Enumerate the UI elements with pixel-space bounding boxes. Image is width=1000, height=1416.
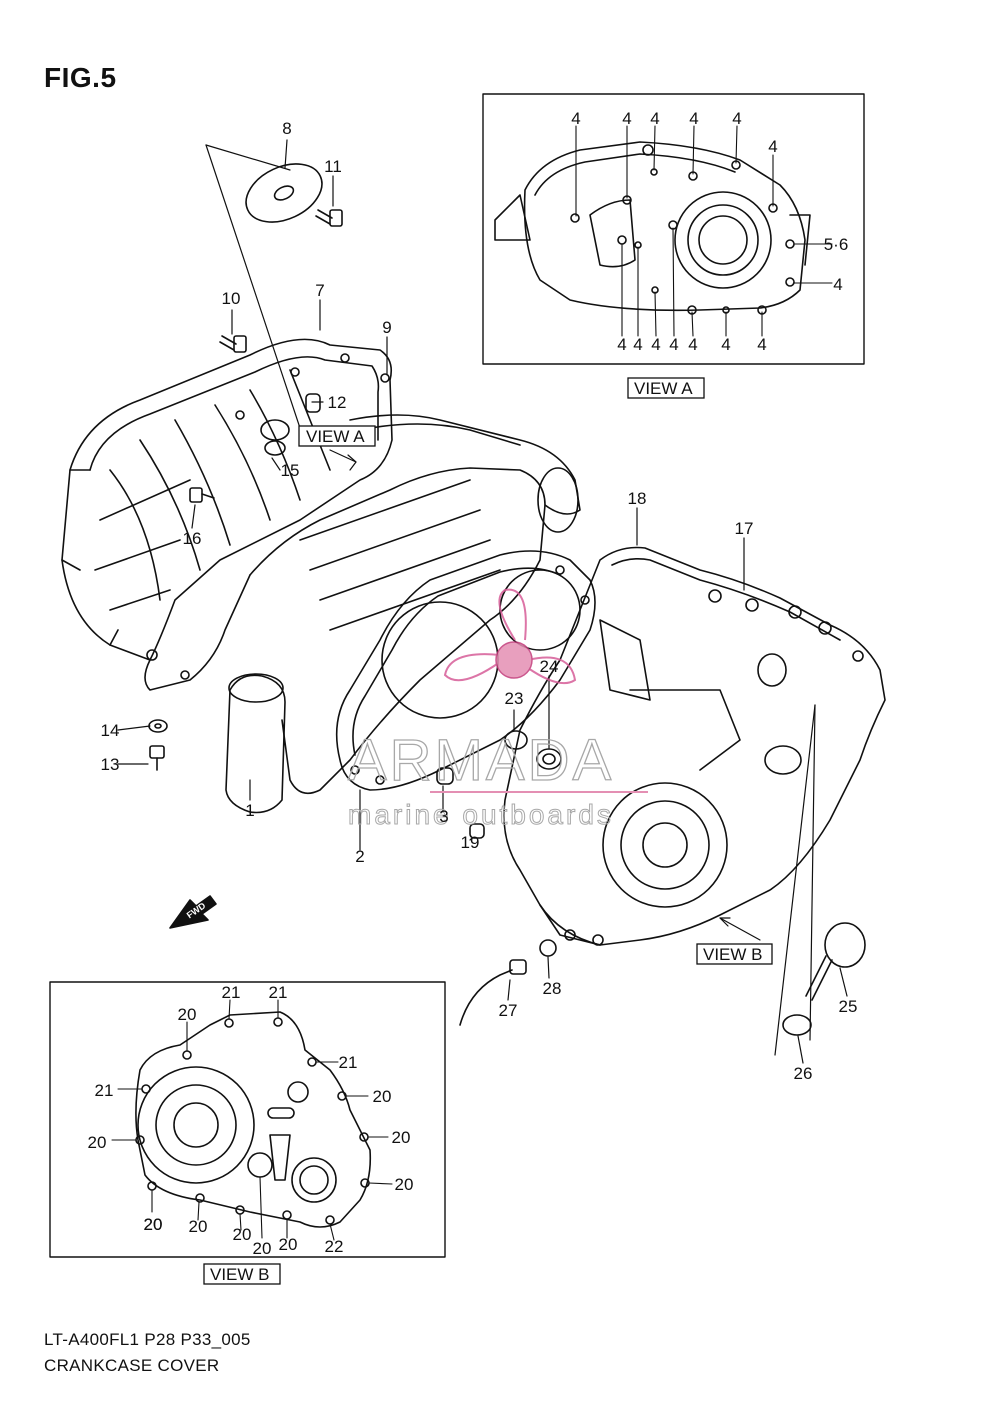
part-number-label: 20 (144, 1215, 163, 1234)
part-number-label: 20 (392, 1128, 411, 1147)
part-number-label: 4 (721, 335, 730, 354)
view-a-callout: VIEW A (306, 427, 365, 446)
view-a-title: VIEW A (634, 379, 693, 398)
part-number-label: 4 (757, 335, 766, 354)
oring-part-26 (782, 1014, 812, 1036)
view-a-drawing (494, 125, 833, 337)
part-number-label: 20 (88, 1133, 107, 1152)
part-number-label: 15 (281, 461, 300, 480)
figure-title: FIG.5 (44, 62, 117, 93)
part-number-label: 4 (689, 109, 698, 128)
bolt-part-10 (219, 335, 247, 353)
part-number-label: 7 (315, 281, 324, 300)
part-number-label: 19 (461, 833, 480, 852)
part-number-label: 17 (735, 519, 754, 538)
washer-part-14 (148, 719, 168, 733)
leader-lines-main (117, 139, 848, 1064)
part-number-label: 4 (732, 109, 741, 128)
part-number-label: 2 (355, 847, 364, 866)
dowel-part-3 (436, 767, 454, 785)
crankcase-cover-part-1 (61, 338, 581, 814)
part-number-label: 4 (622, 109, 631, 128)
washer-part-28 (539, 939, 557, 957)
view-b-drawing (111, 999, 393, 1241)
part-number-label: 21 (339, 1053, 358, 1072)
washer-part-8 (245, 163, 323, 223)
part-number-label: 4 (633, 335, 642, 354)
part-number-label: 4 (669, 335, 678, 354)
cap-part-25 (805, 922, 866, 1001)
part-number-label: 11 (324, 157, 342, 176)
part-number-label: 3 (439, 807, 448, 826)
part-number-label: 5·6 (824, 235, 849, 254)
part-number-label: 21 (222, 983, 241, 1002)
figure-code: LT-A400FL1 P28 P33_005 (44, 1330, 251, 1349)
dowel-part-19 (469, 823, 485, 839)
part-number-label: 1 (245, 801, 254, 820)
part-number-label: 8 (282, 119, 291, 138)
part-number-label: 22 (325, 1237, 344, 1256)
part-number-label: 20 (253, 1239, 272, 1258)
forward-arrow-icon (169, 895, 217, 929)
part-number-label: 4 (617, 335, 626, 354)
bolt-part-11 (315, 209, 343, 227)
bolt-part-16 (189, 487, 215, 503)
part-number-label: 26 (794, 1064, 813, 1083)
part-number-label: 20 (373, 1087, 392, 1106)
dowel-part-12 (305, 393, 321, 413)
view-b-title: VIEW B (210, 1265, 270, 1284)
part-number-label: 12 (328, 393, 347, 412)
watermark-brand: ARMADA (348, 728, 614, 793)
view-a-panel (482, 93, 865, 365)
part-number-label: 25 (839, 997, 858, 1016)
part-number-label: 20 (189, 1217, 208, 1236)
oring-part-24 (536, 748, 562, 770)
part-number-label: 20 (233, 1225, 252, 1244)
part-number-label: 20 (279, 1235, 298, 1254)
part-number-label: 27 (499, 1001, 518, 1020)
view-b-panel (49, 981, 446, 1258)
part-number-label: 20 (395, 1175, 414, 1194)
switch-part-27 (459, 959, 527, 1026)
bolt-part-13 (149, 745, 165, 771)
part-number-label: 4 (833, 275, 842, 294)
outer-cover-parts-17-18 (503, 546, 886, 946)
figure-name: CRANKCASE COVER (44, 1356, 220, 1375)
part-number-label: 13 (101, 755, 120, 774)
watermark-logo (443, 588, 577, 684)
watermark-tagline: marine outboards (348, 799, 614, 830)
part-number-label: 4 (571, 109, 580, 128)
part-number-label: 4 (768, 137, 777, 156)
part-number-label: 24 (540, 657, 559, 676)
part-number-label: 20 (178, 1005, 197, 1024)
part-number-label: 20 (144, 1215, 163, 1234)
part-number-label: 21 (95, 1081, 114, 1100)
part-number-label: 23 (505, 689, 524, 708)
plug-part-23 (504, 730, 528, 750)
part-number-label: 21 (269, 983, 288, 1002)
part-number-label: 14 (101, 721, 120, 740)
part-number-label: 4 (650, 109, 659, 128)
part-number-label: 4 (651, 335, 660, 354)
part-number-label: 28 (543, 979, 562, 998)
part-number-label: 16 (183, 529, 202, 548)
part-number-label: 10 (222, 289, 241, 308)
part-number-label: 9 (382, 318, 391, 337)
part-number-label: 18 (628, 489, 647, 508)
part-number-label: 4 (688, 335, 697, 354)
view-b-callout: VIEW B (703, 945, 763, 964)
